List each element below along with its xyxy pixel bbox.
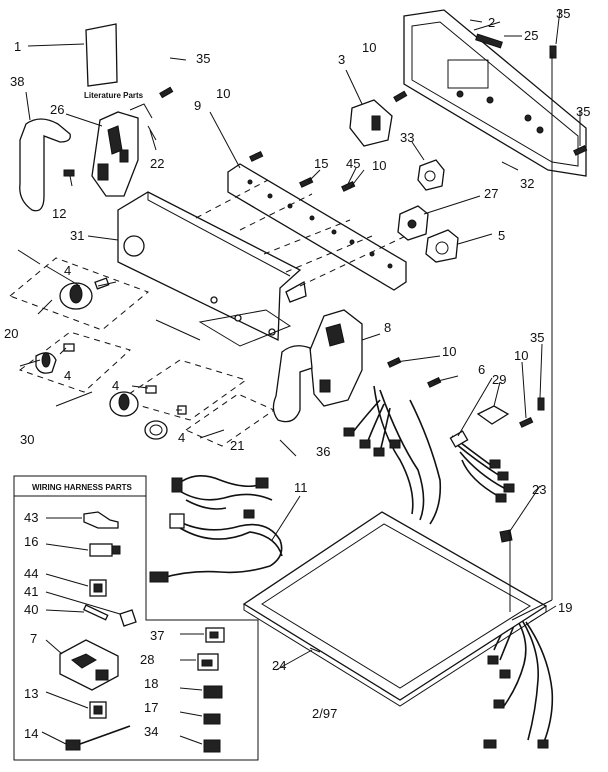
callout-25: 25 <box>524 28 538 43</box>
callout-16: 16 <box>24 534 38 549</box>
part-36-handle <box>272 345 313 423</box>
callout-30: 30 <box>20 432 34 447</box>
screw-parts <box>63 45 588 428</box>
callout-22: 22 <box>150 156 164 171</box>
part-34-connector <box>203 739 221 753</box>
part-30-knob-group <box>18 309 292 447</box>
part-14-harness-plug <box>65 725 131 751</box>
callout-12: 12 <box>52 206 66 221</box>
callout-41: 41 <box>24 584 38 599</box>
part-24-top-panel <box>242 511 548 707</box>
callout-4d: 4 <box>178 430 185 445</box>
callout-11: 11 <box>294 480 308 495</box>
literature-parts-label: Literature Parts <box>84 91 144 100</box>
part-19-wire-harness <box>483 613 554 749</box>
callout-20: 20 <box>4 326 18 341</box>
callout-4c: 4 <box>112 378 119 393</box>
callout-33: 33 <box>400 130 414 145</box>
callout-6: 6 <box>478 362 485 377</box>
part-26-end-cap <box>65 103 157 197</box>
part-16-connector <box>89 543 121 557</box>
part-2-rear-panel <box>403 9 587 177</box>
callout-40: 40 <box>24 602 38 617</box>
callout-35c: 35 <box>576 104 590 119</box>
callout-18: 18 <box>144 676 158 691</box>
callout-5: 5 <box>498 228 505 243</box>
part-40-pin <box>82 604 109 621</box>
callout-10a: 10 <box>362 40 376 55</box>
callout-31: 31 <box>70 228 84 243</box>
part-11-wire-harness <box>149 475 301 583</box>
callout-35a: 35 <box>196 51 210 66</box>
callout-44: 44 <box>24 566 38 581</box>
wiring-harness-parts-box <box>13 475 259 761</box>
callout-4b: 4 <box>64 368 71 383</box>
callout-32: 32 <box>520 176 534 191</box>
part-13-connector <box>89 701 107 719</box>
part-41-connector <box>119 609 137 627</box>
harness-box-title: WIRING HARNESS PARTS <box>32 483 133 492</box>
callout-8: 8 <box>384 320 391 335</box>
part-28-connector <box>197 653 219 671</box>
callout-38: 38 <box>10 74 24 89</box>
date-code: 2/97 <box>312 706 337 721</box>
callout-1: 1 <box>14 39 21 54</box>
part-8-end-cap <box>309 309 363 407</box>
callout-27: 27 <box>484 186 498 201</box>
callout-24: 24 <box>272 658 286 673</box>
callout-14: 14 <box>24 726 38 741</box>
callout-17: 17 <box>144 700 158 715</box>
part-6-wire-harness <box>343 385 515 525</box>
callout-37: 37 <box>150 628 164 643</box>
callout-2: 2 <box>488 15 495 30</box>
part-44-connector <box>89 579 107 597</box>
callout-43: 43 <box>24 510 38 525</box>
callout-10b: 10 <box>216 86 230 101</box>
part-20-knob-group <box>9 257 149 331</box>
callout-4a: 4 <box>64 263 71 278</box>
callout-15: 15 <box>314 156 328 171</box>
part-7-connector-block <box>59 639 119 691</box>
part-43-terminal <box>83 511 119 529</box>
callout-36: 36 <box>316 444 330 459</box>
part-27-component <box>397 205 429 241</box>
callout-45: 45 <box>346 156 360 171</box>
callout-13: 13 <box>24 686 38 701</box>
callout-7: 7 <box>30 631 37 646</box>
callout-34: 34 <box>144 724 158 739</box>
callout-29: 29 <box>492 372 506 387</box>
callout-9: 9 <box>194 98 201 113</box>
part-29-terminal <box>476 405 510 425</box>
part-3-switch <box>345 69 393 147</box>
part-38-end-cap <box>19 91 71 212</box>
callout-10c: 10 <box>372 158 386 173</box>
callout-35d: 35 <box>530 330 544 345</box>
part-5-component <box>425 229 459 263</box>
part-9-bracket <box>209 111 407 291</box>
callout-3: 3 <box>338 52 345 67</box>
part-1-literature <box>27 23 118 87</box>
part-31-console <box>87 191 307 342</box>
callout-26: 26 <box>50 102 64 117</box>
part-33-component <box>417 159 445 191</box>
callout-10e: 10 <box>514 348 528 363</box>
callout-labels: 1 2 3 4 4 4 4 5 6 7 8 9 10 10 10 10 10 1… <box>4 6 590 741</box>
callout-35b: 35 <box>556 6 570 21</box>
callout-21: 21 <box>230 438 244 453</box>
part-37-connector <box>205 627 225 643</box>
callout-28: 28 <box>140 652 154 667</box>
callout-23: 23 <box>532 482 546 497</box>
callout-19: 19 <box>558 600 572 615</box>
part-17-connector <box>203 713 221 725</box>
callout-10d: 10 <box>442 344 456 359</box>
part-18-connector <box>203 685 223 699</box>
